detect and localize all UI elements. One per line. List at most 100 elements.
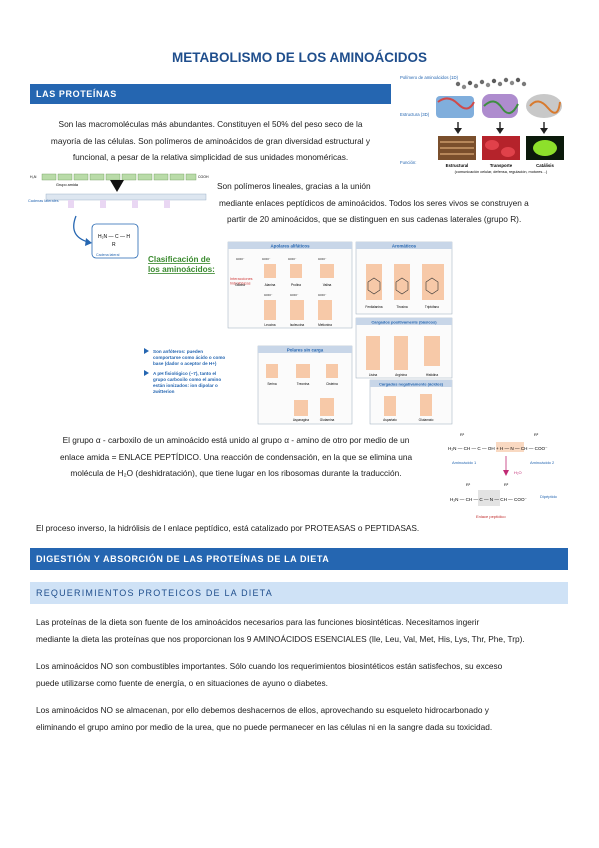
arrow-head-3-icon [540, 128, 548, 134]
svg-text:COO⁻: COO⁻ [264, 293, 273, 297]
aromaticos-header-bg [356, 242, 452, 249]
peptide-bond-paragraph: El grupo α - carboxilo de un aminoácido … [30, 432, 442, 482]
arrow-head-icon [85, 238, 92, 246]
aa-name: Glutamina [320, 418, 335, 422]
aa-name: Triptófano [425, 305, 439, 309]
down-arrow-icon [110, 180, 124, 192]
negativos-header-bg [370, 380, 452, 387]
aa-name: Glicina [235, 283, 245, 287]
linear-polymer-paragraph: Son polímeros lineales, gracias a la uni… [217, 178, 577, 228]
text-line: partir de 20 aminoácidos, que se disting… [227, 214, 522, 224]
text-line: mayoría de las células. Son polímeros de… [50, 135, 371, 146]
curved-arrow-icon [73, 215, 89, 243]
svg-text:COO⁻: COO⁻ [288, 257, 297, 261]
subsection-header-requerimientos: REQUERIMIENTOS PROTEICOS DE LA DIETA [30, 582, 568, 604]
peptide-chain-figure: Grupo amida H₂N COOH Cadenas laterales H… [28, 173, 209, 259]
label-estructura: Estructura (3D) [400, 112, 430, 117]
svg-text:COO⁻: COO⁻ [236, 257, 245, 261]
aa-name: Prolina [291, 283, 301, 287]
aa-name: Lisina [369, 373, 378, 377]
apolares-structures: COO⁻ COO⁻ COO⁻ COO⁻ COO⁻ COO⁻ COO⁻ [236, 257, 334, 320]
positivos-header-bg [356, 318, 452, 325]
r2-label: R² [534, 432, 539, 437]
text-line: El grupo α - carboxilo de un aminoácido … [62, 435, 410, 445]
label-catalisis: Catálisis [536, 163, 554, 168]
label-comunicacion: (comunicación celular, defensa, regulaci… [455, 170, 548, 174]
peptide-bond-highlight [478, 490, 500, 506]
reaction-arrow-head-icon [503, 470, 509, 476]
bullet-1-text: Son anfóteros: pueden comportarse como á… [153, 349, 227, 366]
label-cadenas-laterales: Cadenas laterales [28, 199, 59, 203]
bullet-1-icon [144, 348, 149, 354]
text-line: Son las macromoléculas más abundantes. C… [58, 119, 363, 129]
intro-paragraph: Son las macromoléculas más abundantes. C… [30, 116, 391, 166]
aromaticos-structures [366, 264, 444, 300]
bullet-2-icon [144, 370, 149, 376]
aa-name: Isoleucina [290, 323, 305, 327]
amino-acid-classification-figure: Clasificación de los aminoácidos: Apolar… [144, 241, 453, 425]
section-header-proteinas: LAS PROTEÍNAS [30, 84, 391, 104]
water-label: H₂O [514, 470, 522, 475]
svg-text:COO⁻: COO⁻ [262, 257, 271, 261]
polares-structures [266, 364, 338, 416]
peptide-reaction-figure: R¹ R² H₂N — CH — C — OH + H — N — CH — C… [448, 432, 558, 519]
svg-text:COO⁻: COO⁻ [290, 293, 299, 297]
protein-3d-structures [436, 94, 562, 118]
positivos-title: Cargados positivamente (básicos) [371, 320, 437, 325]
text-line: mediante la dieta las proteínas que nos … [36, 633, 525, 644]
aa-name: Glutamato [419, 418, 434, 422]
bullet-2-text: A pH fisiológico (~7), tanto el grupo ca… [153, 371, 222, 394]
label-transporte: Transporte [490, 163, 513, 168]
aa-name: Tirosina [396, 305, 407, 309]
aa-name: Treonina [297, 382, 310, 386]
polares-header-bg [258, 346, 352, 353]
label-funcion: Función: [400, 160, 416, 165]
text-line: Los aminoácidos NO son combustibles impo… [36, 661, 503, 671]
negativos-box [369, 379, 453, 425]
aa-name: Aspartato [383, 418, 397, 422]
r1-label-product: R¹ [466, 482, 471, 487]
aa-name: Valina [323, 283, 332, 287]
positivos-structures [366, 336, 440, 370]
text-line: eliminando el grupo amino por medio de l… [36, 721, 493, 732]
arrow-head-1-icon [454, 128, 462, 134]
text-line: Los aminoácidos NO se almacenan, por ell… [36, 705, 489, 715]
aa-name: Metionina [318, 323, 332, 327]
label-cooh: COOH [198, 175, 209, 179]
page-title: METABOLISMO DE LOS AMINOÁCIDOS [172, 50, 427, 65]
label-grupo-amida: Grupo amida [56, 183, 79, 187]
aa-name: Cisteína [326, 382, 338, 386]
label-polimero: Polímero de aminoácidos (1D) [400, 75, 459, 80]
aa1-label: Aminoácido 1 [452, 460, 477, 465]
aa-name: Fenilalanina [365, 305, 382, 309]
almacenamiento-paragraph: Los aminoácidos NO se almacenan, por ell… [36, 702, 581, 735]
reaction-formula: H₂N — CH — C — OH + H — N — CH — COO⁻ [448, 446, 548, 451]
apolares-title: Apolares alifáticos [270, 244, 310, 249]
apolares-header-bg [228, 242, 352, 249]
aromaticos-title: Aromáticos [392, 244, 417, 249]
dipeptido-label: Dipéptido [540, 494, 558, 499]
label-estructural: Estructural [446, 163, 469, 168]
svg-text:COO⁻: COO⁻ [318, 293, 327, 297]
reacting-groups-highlight [496, 442, 524, 452]
aa-name: Serina [267, 382, 276, 386]
arrow-head-2-icon [496, 128, 504, 134]
r1-label: R¹ [460, 432, 465, 437]
text-line: funcional, a pesar de la relativa simpli… [72, 152, 349, 162]
aa-name: Leucina [264, 323, 275, 327]
chain-residues [41, 173, 197, 181]
text-line: Son polímeros lineales, gracias a la uni… [217, 181, 371, 191]
text-line: enlace amida = ENLACE PEPTÍDICO. Una rea… [59, 451, 413, 462]
requerimientos-paragraph: Las proteínas de la dieta son fuente de … [36, 614, 581, 647]
side-chains [45, 193, 207, 208]
enlace-label: Enlace peptídico [476, 514, 506, 519]
svg-text:COO⁻: COO⁻ [318, 257, 327, 261]
label-cadena-lateral: Cadena lateral [96, 253, 120, 257]
label-h2n: H₂N [30, 175, 37, 179]
protein-function-figure: Polímero de aminoácidos (1D) Estructura … [400, 75, 564, 174]
aa-name: Asparagina [293, 418, 309, 422]
negativos-structures [384, 394, 432, 416]
amino-acid-box [91, 223, 139, 259]
aa-name: Alanina [265, 283, 276, 287]
